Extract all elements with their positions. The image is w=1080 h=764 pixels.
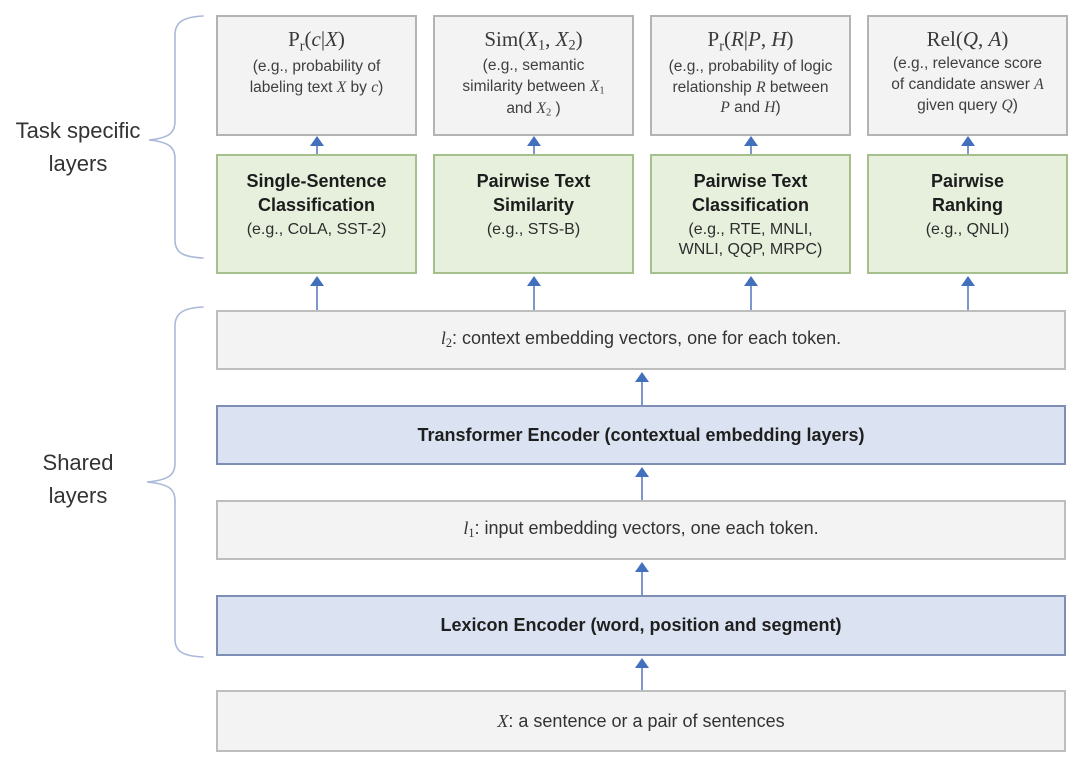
l2-context-embedding-bar: l2: context embedding vectors, one for e… [216,310,1066,370]
lexicon-encoder-bar: Lexicon Encoder (word, position and segm… [216,595,1066,656]
up-arrow [635,562,649,595]
output-box-classification-probability: Pr(c|X) (e.g., probability of labeling t… [216,15,417,136]
output-description: (e.g., relevance score of candidate answ… [891,55,1044,114]
task-examples: (e.g., QNLI) [925,220,1010,238]
task-examples: (e.g., STS-B) [486,220,581,238]
output-formula: Sim(X1, X2) [484,27,583,54]
task-examples: (e.g., CoLA, SST-2) [246,220,387,238]
up-arrow [527,136,541,154]
l2-bar-label: l2: context embedding vectors, one for e… [440,328,842,351]
up-arrow [635,467,649,500]
output-description: (e.g., probability of labeling text X by… [249,57,384,96]
output-box-relation-probability: Pr(R|P, H) (e.g., probability of logic r… [650,15,851,136]
task-specific-brace [148,15,204,259]
output-formula: Pr(c|X) [288,27,345,55]
input-bar-label: X: a sentence or a pair of sentences [497,710,785,731]
output-description: (e.g., semantic similarity between X1 an… [462,57,605,119]
l1-bar-label: l1: input embedding vectors, one each to… [463,518,819,541]
output-formula: Pr(R|P, H) [707,27,794,55]
up-arrow [310,276,324,310]
up-arrow [744,276,758,310]
up-arrow [635,658,649,690]
up-arrow [635,372,649,405]
output-formula: Rel(Q, A) [926,27,1009,51]
output-description: (e.g., probability of logic relationship… [668,57,833,117]
input-sentence-bar: X: a sentence or a pair of sentences [216,690,1066,752]
up-arrow [527,276,541,310]
output-box-similarity-score: Sim(X1, X2) (e.g., semantic similarity b… [433,15,634,136]
output-box-relevance-score: Rel(Q, A) (e.g., relevance score of cand… [867,15,1068,136]
l1-input-embedding-bar: l1: input embedding vectors, one each to… [216,500,1066,560]
lexicon-encoder-label: Lexicon Encoder (word, position and segm… [440,615,842,635]
up-arrow [961,276,975,310]
task-examples: (e.g., RTE, MNLI,WNLI, QQP, MRPC) [678,220,823,259]
transformer-encoder-bar: Transformer Encoder (contextual embeddin… [216,405,1066,465]
up-arrow [310,136,324,154]
transformer-encoder-label: Transformer Encoder (contextual embeddin… [417,424,865,445]
up-arrow [961,136,975,154]
up-arrow [744,136,758,154]
